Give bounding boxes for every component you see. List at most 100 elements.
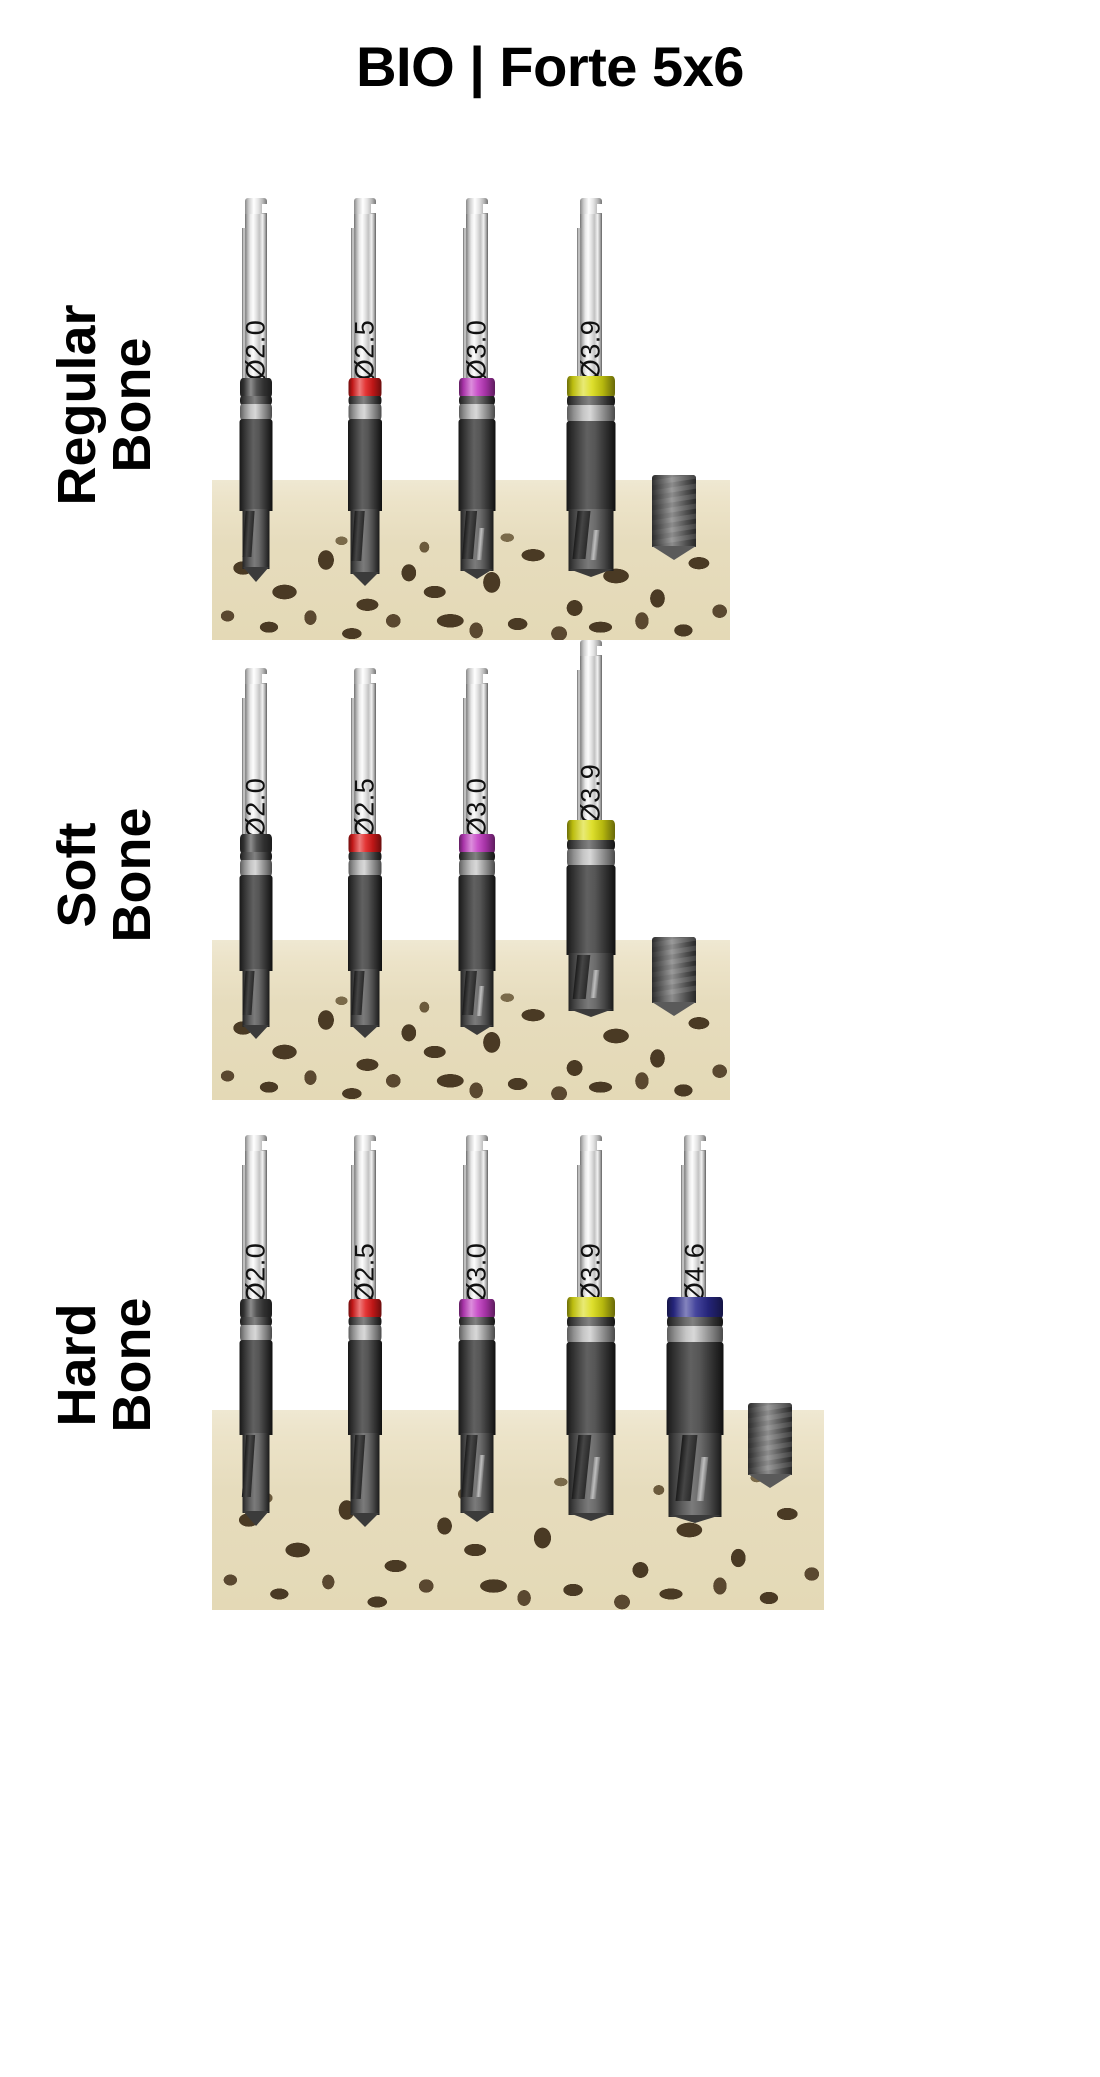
drill-shaft (354, 684, 376, 836)
collar-ring (567, 840, 615, 850)
drill-diameter-label: Ø2.5 (349, 319, 380, 381)
drill-soft-1: Ø2.5 (337, 668, 393, 1038)
drill-body (239, 419, 273, 511)
drill-shaft (580, 214, 602, 380)
color-band (459, 834, 495, 854)
color-band (567, 1297, 615, 1319)
latch-notch (262, 674, 272, 683)
drill-diameter-label: Ø2.0 (240, 319, 271, 381)
drill-shaft (580, 656, 602, 824)
collar-ring-light (567, 405, 615, 422)
drill-diameter-label: Ø3.9 (575, 319, 606, 381)
depth-line (242, 698, 246, 836)
collar-ring (240, 1317, 272, 1326)
drill-hard-0: Ø2.0 (228, 1135, 284, 1526)
collar-ring-light (348, 860, 382, 876)
drill-shaft (466, 1151, 488, 1301)
drill-diameter-label: Ø3.9 (575, 763, 606, 825)
color-band (567, 820, 615, 842)
drill-body (458, 1340, 496, 1435)
protocol-row-regular-bone: Regular Bone Ø2.0 (0, 170, 1100, 640)
collar-ring (667, 1317, 723, 1327)
drill-tip (351, 572, 379, 586)
page-title: BIO | Forte 5x6 (356, 35, 744, 98)
drill-body (239, 875, 273, 971)
drill-tip (669, 1515, 721, 1523)
bone-texture (212, 940, 730, 1100)
collar-ring-light (667, 1326, 723, 1343)
implant-body (748, 1403, 792, 1475)
drill-tip (243, 1025, 269, 1039)
color-band (240, 378, 272, 398)
drill-shaft (466, 214, 488, 380)
drill-diameter-label: Ø3.0 (461, 1242, 492, 1304)
latch-notch (371, 1141, 381, 1150)
drill-regular-2: Ø3.0 (447, 198, 507, 579)
collar-ring-light (348, 404, 382, 420)
color-band (459, 1299, 495, 1319)
depth-line (242, 1165, 246, 1301)
drill-tip (351, 1025, 379, 1038)
bone-texture (212, 1410, 824, 1610)
implant-apex (652, 546, 696, 560)
drill-diameter-label: Ø2.0 (240, 1242, 271, 1304)
latch-notch (262, 204, 272, 213)
collar-ring (567, 396, 615, 406)
collar-ring-light (240, 404, 272, 420)
bone-block-soft (212, 940, 730, 1100)
drill-body (566, 1342, 616, 1435)
collar-ring-light (348, 1325, 382, 1341)
row-label-line1: Hard (46, 1303, 107, 1427)
drill-soft-2: Ø3.0 (447, 668, 507, 1035)
depth-line (463, 698, 467, 836)
depth-line (463, 1165, 467, 1301)
latch-notch (483, 204, 493, 213)
depth-line (351, 228, 355, 380)
drill-shaft (245, 1151, 267, 1301)
implant-soft (652, 937, 696, 1016)
color-band (348, 1299, 382, 1319)
drill-tip (569, 569, 613, 577)
collar-ring (459, 852, 495, 861)
collar-ring-light (459, 404, 495, 420)
drill-hard-2: Ø3.0 (447, 1135, 507, 1522)
drill-soft-3: Ø3.9 (556, 640, 626, 1017)
row-label-line2: Bone (102, 1297, 162, 1433)
collar-ring (240, 852, 272, 861)
drill-tip (351, 1513, 379, 1527)
drill-diameter-label: Ø2.5 (349, 777, 380, 839)
drill-tip (461, 1511, 493, 1522)
depth-line (577, 1165, 581, 1301)
latch-notch (597, 1141, 607, 1150)
drill-body (239, 1340, 273, 1435)
drill-hard-1: Ø2.5 (337, 1135, 393, 1527)
drill-body (348, 875, 382, 971)
drill-shaft (245, 214, 267, 380)
latch-notch (371, 204, 381, 213)
collar-ring (459, 1317, 495, 1326)
drill-regular-3: Ø3.9 (556, 198, 626, 577)
drill-body (666, 1342, 724, 1435)
drill-diameter-label: Ø3.9 (575, 1242, 606, 1304)
drill-body (566, 421, 616, 511)
drill-shaft (354, 1151, 376, 1301)
color-band (567, 376, 615, 398)
drill-tip (569, 1009, 613, 1017)
collar-ring (348, 852, 382, 861)
implant-apex (652, 1002, 696, 1016)
drill-tip (569, 1513, 613, 1521)
depth-line (577, 670, 581, 824)
drill-body (566, 865, 616, 955)
drill-shaft (245, 684, 267, 836)
row-label-line2: Bone (102, 337, 162, 473)
collar-ring-light (240, 860, 272, 876)
drill-regular-0: Ø2.0 (228, 198, 284, 582)
implant-regular (652, 475, 696, 560)
collar-ring-light (567, 849, 615, 866)
implant-hard (748, 1403, 792, 1488)
color-band (667, 1297, 723, 1319)
latch-notch (597, 646, 607, 655)
latch-notch (597, 204, 607, 213)
latch-notch (262, 1141, 272, 1150)
